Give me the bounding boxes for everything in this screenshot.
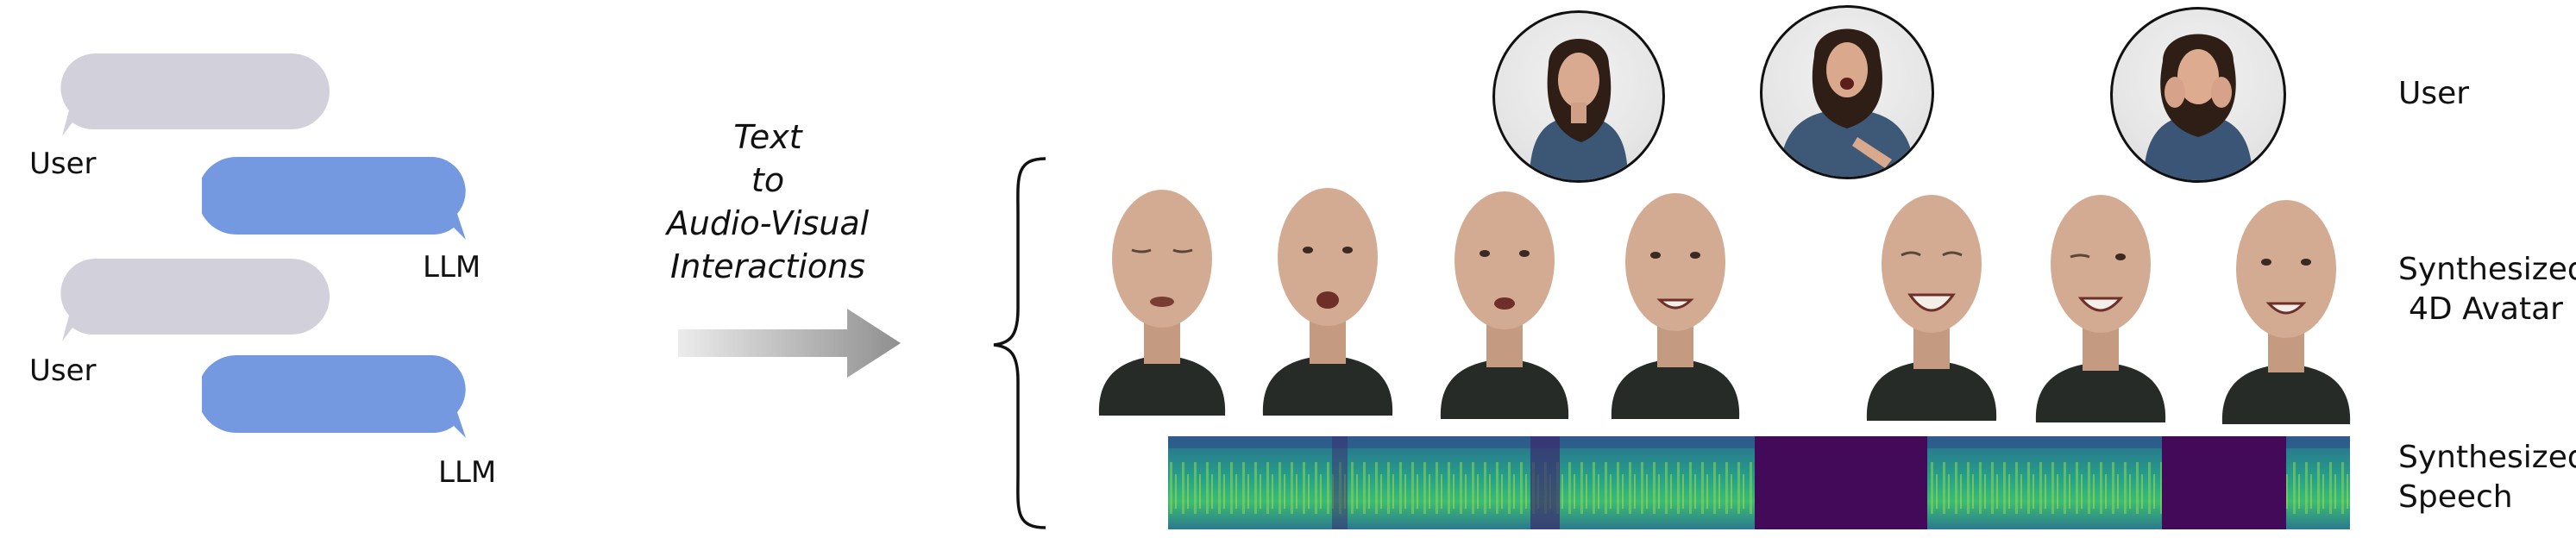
title-line-2: to <box>751 161 785 199</box>
llm-bubble-2 <box>202 355 466 438</box>
title-line-1: Text <box>733 118 802 156</box>
avatar-frame-3 <box>1440 191 1569 419</box>
user-row-label: User <box>2398 76 2470 111</box>
user-photo-3 <box>2110 7 2286 183</box>
speech-row-label: Synthesized Speech <box>2398 438 2576 517</box>
avatar-frame-7 <box>2221 200 2351 424</box>
avatar-label-line-2: 4D Avatar <box>2409 291 2563 327</box>
title-line-4: Interactions <box>670 247 865 285</box>
curly-brace <box>993 157 1046 529</box>
user-photo-1 <box>1492 10 1665 183</box>
right-arrow-icon <box>678 309 901 378</box>
llm-label-2: LLM <box>438 455 497 490</box>
avatar-frame-2 <box>1262 188 1393 416</box>
user-bubble-1 <box>60 53 330 136</box>
title-line-3: Audio-Visual <box>666 204 870 242</box>
speech-spectrogram <box>1168 436 2350 529</box>
user-label-1: User <box>29 147 97 181</box>
avatar-frame-5 <box>1866 195 1997 421</box>
avatar-frame-6 <box>2035 195 2166 422</box>
avatar-label-line-1: Synthesized <box>2398 252 2576 287</box>
avatar-row-label: Synthesized 4D Avatar <box>2398 250 2576 329</box>
speech-label-line-2: Speech <box>2398 479 2513 515</box>
avatar-frame-1 <box>1098 190 1226 416</box>
llm-label-1: LLM <box>423 250 481 285</box>
user-bubble-2 <box>60 259 330 341</box>
method-title: Text to Audio-Visual Interactions <box>638 116 897 288</box>
user-label-2: User <box>29 353 97 388</box>
speech-label-line-1: Synthesized <box>2398 440 2576 475</box>
user-photo-2 <box>1760 5 1934 179</box>
llm-bubble-1 <box>202 157 466 240</box>
avatar-frame-4 <box>1611 193 1740 419</box>
